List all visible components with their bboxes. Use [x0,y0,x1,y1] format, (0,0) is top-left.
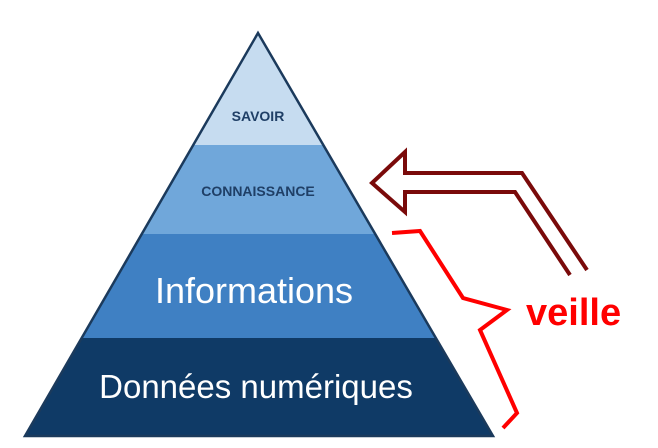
veille-label: veille [526,292,621,334]
level-label-connaissance: CONNAISSANCE [201,183,315,199]
level-label-informations: Informations [155,270,353,311]
pyramid-level-donnees [25,338,493,436]
curly-brace-icon [391,228,520,430]
level-label-savoir: SAVOIR [232,108,285,124]
pyramid-level-informations [81,234,435,338]
pyramid-outline [22,30,496,438]
level-label-donnees: Données numériques [99,368,413,405]
arrow-left-icon [369,147,589,277]
pyramid-level-savoir [193,33,323,145]
pyramid-level-connaissance [141,145,375,234]
